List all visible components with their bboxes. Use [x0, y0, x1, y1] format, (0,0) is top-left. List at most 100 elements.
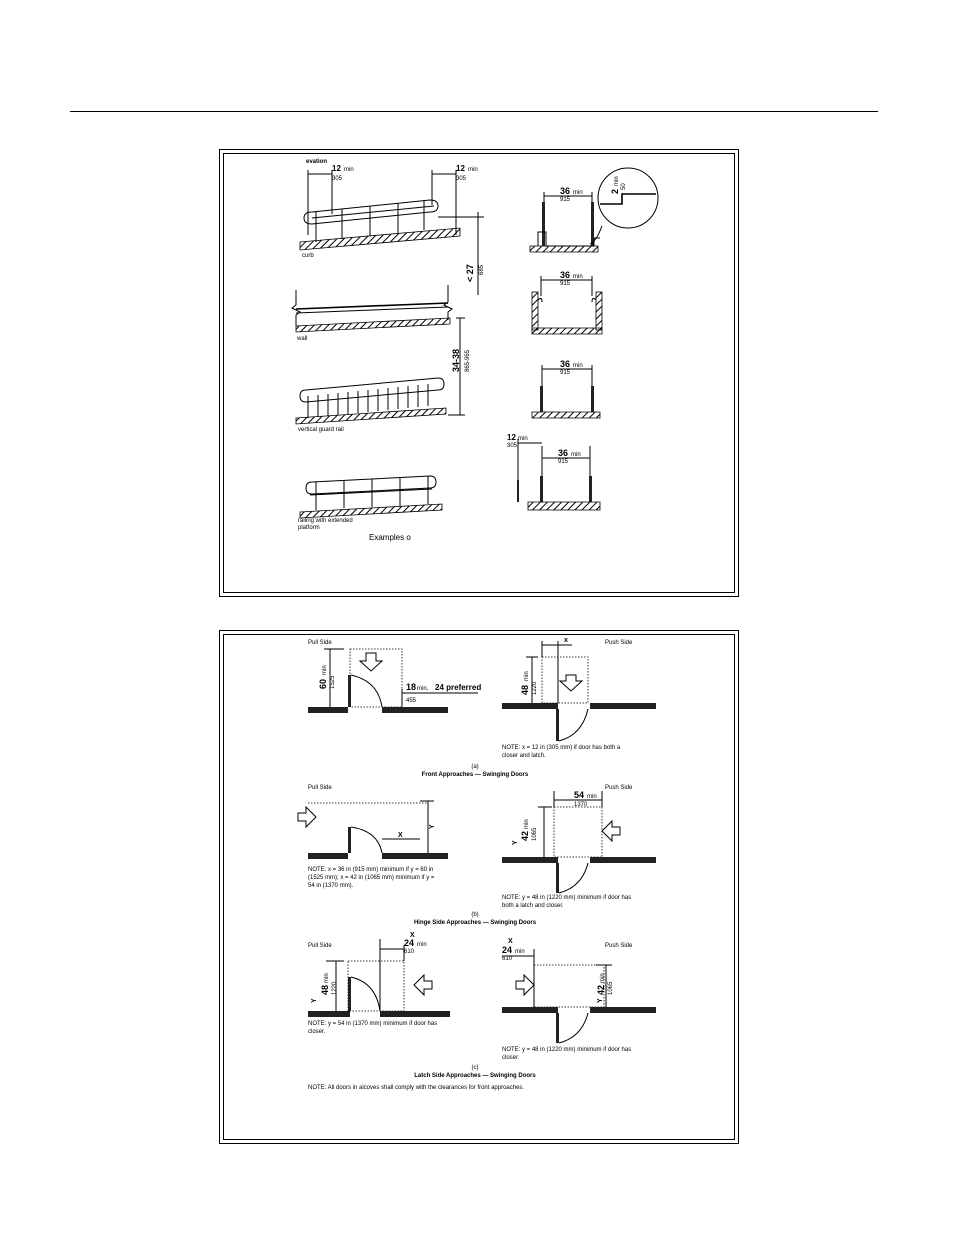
section2-unit: min	[573, 274, 583, 280]
a-right-mm: 1220	[532, 681, 538, 695]
door-clearance-figure-frame	[223, 634, 735, 1140]
a-right-x: x	[564, 637, 568, 644]
c-left-dim: 24	[404, 938, 414, 948]
section1-unit: min	[573, 190, 583, 196]
extended-label-1: railing with extended	[298, 518, 353, 524]
section3-unit: min	[573, 363, 583, 369]
c-right-dim2: 42	[596, 985, 606, 995]
ext-left-unit: min	[344, 167, 354, 173]
ext-left-value: 12	[332, 164, 341, 173]
c-right-unit: min	[515, 949, 525, 955]
c-left-note-2: closer.	[308, 1029, 326, 1035]
a-right-unit: min	[524, 671, 530, 681]
b-left-note-2: (1525 mm); x = 42 in (1065 mm) minimum i…	[308, 875, 435, 881]
b-left-x: X	[398, 832, 403, 839]
c-push-label: Push Side	[605, 943, 633, 949]
a-left-unit: min	[322, 665, 328, 675]
front-approach-push: Push Side x 48 min 1220 NOTE: x = 12 in …	[502, 637, 656, 759]
hinge-approach-pull: Pull Side X Y NOTE: x = 36 in (915 mm) m…	[297, 785, 448, 889]
hinge-approach-push: Push Side 54 min 1370 Y 42 min 1065 NOTE…	[502, 785, 656, 909]
c-right-note-2: closer.	[502, 1055, 520, 1061]
general-note: NOTE: All doors in alcoves shall comply …	[308, 1085, 524, 1091]
c-left-unit: min	[417, 942, 427, 948]
c-right-note-1: NOTE: y = 48 in (1220 mm) minimum if doo…	[502, 1047, 631, 1053]
a-right-dim: 48	[520, 685, 530, 695]
height-range-mm: 865-965	[465, 349, 471, 372]
b-right-dim: 54	[574, 790, 584, 800]
extended-label-2: platform	[298, 525, 320, 531]
detail-unit: min	[614, 176, 620, 186]
section4-width: 36	[558, 448, 568, 458]
c-right-x: X	[508, 938, 513, 945]
detail-value: 2	[610, 189, 620, 194]
wall-handrail: wall	[291, 285, 453, 342]
a-left-dim: 60	[318, 679, 328, 689]
c-left-note-1: NOTE: y = 54 in (1370 mm) minimum if doo…	[308, 1021, 437, 1027]
section3-mm: 915	[560, 370, 571, 376]
b-right-y: Y	[512, 840, 519, 845]
c-right-mm: 610	[502, 956, 513, 962]
latch-approach-push: Push Side X 24 min 610 Y 42 min 1065 NOT…	[502, 938, 656, 1061]
ramp-railing-curb: 12 min 305 12 min 305 curb < 27 685	[299, 164, 485, 295]
section-guard: 36 min 915	[531, 359, 601, 419]
b-caption: Hinge Side Approaches — Swinging Doors	[414, 920, 537, 926]
section-extended: 12 min 305 36 min 915	[507, 433, 601, 511]
section-curb-detail: 36 min 915 2 min 50	[529, 167, 659, 253]
vertical-label: vertical guard rail	[298, 427, 344, 433]
curb-label: curb	[302, 253, 314, 259]
a-note-2: closer and latch.	[502, 753, 546, 759]
a-left-preferred: 24 preferred	[435, 683, 481, 692]
section4-unit: min	[571, 452, 581, 458]
ext-right-value: 12	[456, 164, 465, 173]
latch-approach-pull: Pull Side X 24 min 610 Y 48 min 1220 NOT…	[308, 932, 450, 1035]
a-left-clear-mm: 455	[406, 698, 417, 704]
c-caption: Latch Side Approaches — Swinging Doors	[414, 1073, 536, 1079]
elevation-label: evation	[306, 159, 327, 165]
c-right-dim: 24	[502, 945, 512, 955]
handrail-drawing: evation 12 min 305 12 min 305 curb	[291, 159, 659, 542]
a-label: (a)	[471, 764, 478, 770]
c-left-mm: 610	[404, 949, 415, 955]
c-left-mm2: 1220	[332, 981, 338, 995]
height-max-mm: 685	[479, 264, 485, 275]
front-approach-pull: Pull Side 60 min 1525 18 min, 24 preferr…	[308, 640, 481, 713]
b-right-dim2: 42	[520, 831, 530, 841]
ext-right-mm: 305	[456, 176, 467, 182]
section-wall: 36 min 915	[531, 270, 603, 335]
b-right-mm: 1370	[574, 802, 588, 808]
section3-width: 36	[560, 359, 570, 369]
c-left-x: X	[410, 932, 415, 939]
detail-mm: 50	[621, 183, 627, 190]
b-left-note-3: 54 in (1370 mm).	[308, 883, 354, 889]
section4-mm: 915	[558, 459, 569, 465]
section1-mm: 915	[560, 197, 571, 203]
c-right-unit2: min	[600, 973, 606, 983]
height-range: 34-38	[451, 349, 461, 372]
a-left-clear: 18	[406, 682, 416, 692]
door-clearance-drawing: Pull Side 60 min 1525 18 min, 24 preferr…	[297, 637, 656, 1091]
a-push-label: Push Side	[605, 640, 633, 646]
section1-width: 36	[560, 186, 570, 196]
b-right-mm2: 1065	[532, 827, 538, 841]
section2-mm: 915	[560, 281, 571, 287]
extended-platform-railing: railing with extended platform	[298, 475, 443, 531]
c-left-y: Y	[311, 998, 318, 1003]
b-push-label: Push Side	[605, 785, 633, 791]
a-pull-label: Pull Side	[308, 640, 332, 646]
b-right-unit2: min	[524, 819, 530, 829]
wall-label: wall	[296, 336, 307, 342]
height-max: < 27	[465, 264, 475, 282]
section2-width: 36	[560, 270, 570, 280]
handrail-figure-frame	[223, 153, 735, 593]
b-left-note-1: NOTE: x = 36 in (915 mm) minimum if y = …	[308, 867, 433, 873]
c-label: (c)	[472, 1065, 479, 1071]
b-left-y: Y	[429, 824, 436, 829]
ext-left-mm: 305	[332, 176, 343, 182]
header-rule	[70, 111, 878, 112]
b-right-unit: min	[587, 794, 597, 800]
section4-ext-unit: min	[518, 436, 528, 442]
c-right-mm2: 1065	[608, 981, 614, 995]
b-right-note-1: NOTE: y = 48 in (1220 mm) minimum if doo…	[502, 895, 631, 901]
handrail-figure: evation 12 min 305 12 min 305 curb	[219, 149, 739, 597]
b-label: (b)	[471, 912, 478, 918]
